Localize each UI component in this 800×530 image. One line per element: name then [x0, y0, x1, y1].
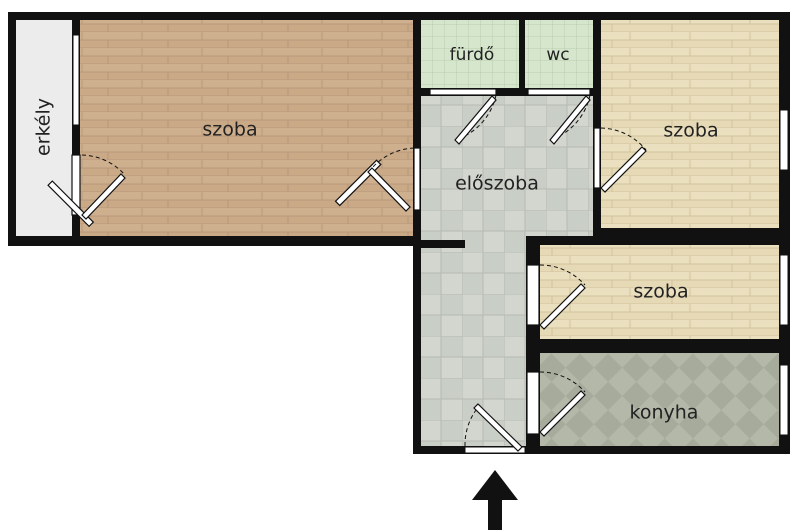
- room-right-floor: [601, 20, 779, 230]
- label-wc: wc: [546, 45, 569, 65]
- entrance-arrow-icon: [472, 470, 518, 530]
- room-large-floor: [80, 20, 415, 236]
- label-room-middle: szoba: [633, 281, 688, 303]
- doors: [47, 88, 601, 435]
- label-balcony: erkély: [33, 98, 55, 156]
- label-kitchen: konyha: [630, 402, 699, 424]
- windows: [72, 34, 789, 454]
- label-bathroom: fürdő: [450, 45, 495, 65]
- wc-floor: [525, 20, 593, 90]
- hall-floor-upper: [421, 96, 593, 236]
- label-hall: előszoba: [455, 173, 539, 195]
- label-room-large: szoba: [202, 119, 257, 141]
- door-leaves: [81, 95, 647, 452]
- bathroom-floor: [421, 20, 519, 90]
- label-room-right: szoba: [663, 120, 718, 142]
